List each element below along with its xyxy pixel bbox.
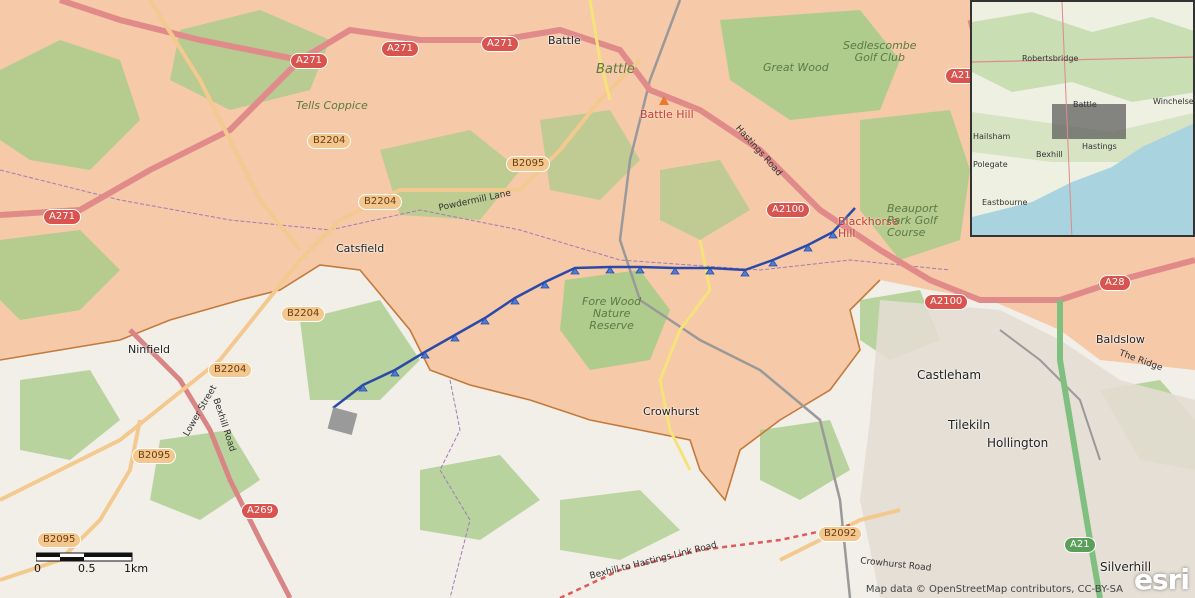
road-shield-b2204: B2204: [208, 362, 253, 378]
road-shield-b2095: B2095: [132, 448, 177, 464]
road-shield-a2100: A2100: [924, 294, 969, 310]
inset-label-eastbourne: Eastbourne: [982, 198, 1028, 207]
road-shield-a271: A271: [381, 41, 419, 57]
wood-label-fore-wood: Fore Wood Nature Reserve: [582, 295, 642, 332]
inset-base-layer: [972, 2, 1193, 235]
wood-label-tells-coppice: Tells Coppice: [296, 99, 368, 112]
road-shield-a271: A271: [290, 53, 328, 69]
scale-bar: [35, 550, 136, 569]
overview-inset-map[interactable]: Robertsbridge Battle Winchelsea Hailsham…: [970, 0, 1195, 237]
town-label-battle-italic: Battle: [596, 62, 635, 77]
road-shield-a28: A28: [1099, 275, 1131, 291]
road-shield-b2204: B2204: [307, 133, 352, 149]
scale-bar-graphic: [35, 552, 133, 562]
golf-label-sedlescombe: Sedlescombe Golf Club: [843, 39, 917, 64]
inset-label-battle: Battle: [1073, 100, 1097, 109]
road-shield-b2204: B2204: [281, 306, 326, 322]
scale-label-1km: 1km: [124, 562, 149, 575]
map-attribution[interactable]: Map data © OpenStreetMap contributors, C…: [865, 584, 1123, 595]
road-shield-a269: A269: [241, 503, 279, 519]
town-label-blackhorse-hill: Blackhorse Hill: [838, 215, 899, 240]
wood-label-great-wood: Great Wood: [763, 61, 829, 74]
town-label-battle-hill: Battle Hill: [640, 108, 694, 121]
road-shield-a271: A271: [43, 209, 81, 225]
inset-label-robertsbridge: Robertsbridge: [1022, 54, 1079, 63]
scale-label-half: 0.5: [78, 562, 96, 575]
esri-logo: esri: [1133, 563, 1190, 596]
town-label-catsfield: Catsfield: [336, 242, 385, 255]
road-shield-b2095: B2095: [506, 156, 551, 172]
transmission-line: [332, 207, 856, 409]
road-shield-a21-south: A21: [1064, 537, 1096, 553]
town-label-silverhill: Silverhill: [1100, 560, 1152, 574]
road-shield-a2100: A2100: [766, 202, 811, 218]
town-label-battle: Battle: [548, 34, 581, 47]
road-shield-a271: A271: [481, 36, 519, 52]
road-shield-b2092: B2092: [818, 526, 863, 542]
town-label-hollington: Hollington: [987, 436, 1049, 450]
wood-label-beauport: Beauport Park Golf Course: [887, 202, 938, 239]
inset-label-hastings: Hastings: [1082, 142, 1117, 151]
inset-label-bexhill: Bexhill: [1036, 150, 1063, 159]
town-label-castleham: Castleham: [917, 368, 982, 382]
inset-label-polegate: Polegate: [973, 160, 1008, 169]
town-label-ninfield: Ninfield: [128, 343, 170, 356]
town-label-crowhurst: Crowhurst: [643, 405, 700, 418]
road-shield-b2204: B2204: [358, 194, 403, 210]
road-shield-b2095: B2095: [37, 532, 82, 548]
inset-label-winchelsea: Winchelsea: [1153, 97, 1195, 106]
town-label-tilekiln: Tilekiln: [948, 418, 991, 432]
inset-label-hailsham: Hailsham: [973, 132, 1011, 141]
scale-label-0: 0: [34, 562, 41, 575]
town-label-baldslow: Baldslow: [1096, 333, 1145, 346]
